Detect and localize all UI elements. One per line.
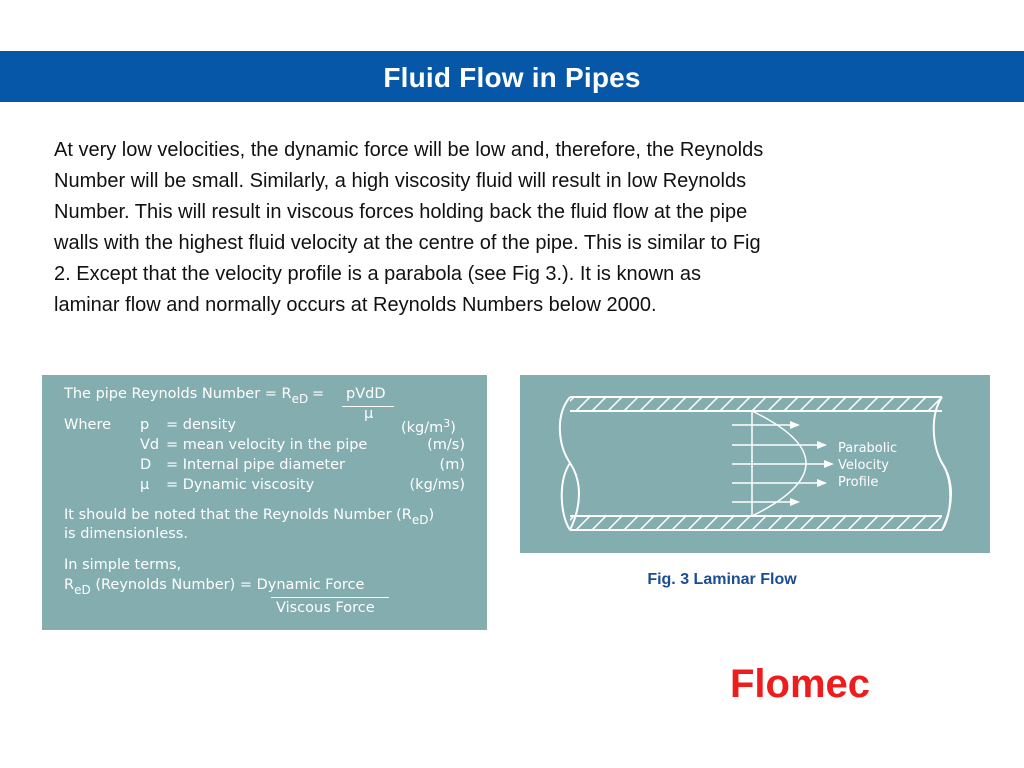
title-bar: Fluid Flow in Pipes [0,51,1024,102]
pipe-wall-hatching-bottom [570,516,942,530]
unit-text: (kg/m [401,420,444,436]
symbol-mu: µ [140,477,150,493]
unit-diameter: (m) [439,457,465,473]
velocity-arrows [732,424,824,503]
slide-title: Fluid Flow in Pipes [383,62,641,93]
body-line: 2. Except that the velocity profile is a… [54,263,701,285]
note-line-2: is dimensionless. [64,526,188,542]
final-denominator: Viscous Force [276,600,375,616]
body-line: Number. This will result in viscous forc… [54,201,748,223]
symbol-vd: Vd [140,437,160,453]
formula-numerator: pVdD [346,386,386,402]
body-line: walls with the highest fluid velocity at… [54,232,761,254]
laminar-flow-figure: Parabolic Velocity Profile [520,375,990,553]
unit-density: (kg/m3) [401,417,456,436]
unit-velocity: (m/s) [427,437,465,453]
brand-logo-text: Flomec [730,662,871,706]
desc-viscosity: = Dynamic viscosity [166,477,315,493]
fraction-line [342,406,394,407]
profile-label-line-3: Profile [838,475,878,490]
final-fraction-line [271,597,389,598]
equals-sign: = [312,386,325,402]
arrow-heads [790,421,834,506]
subscript-ed: eD [74,583,91,597]
subscript-ed: eD [291,392,309,406]
simple-terms-label: In simple terms, [64,557,182,573]
unit-viscosity: (kg/ms) [409,477,465,493]
figure-caption: Fig. 3 Laminar Flow [647,571,797,588]
final-r: R [64,577,75,593]
desc-mean-velocity: = mean velocity in the pipe [166,437,368,453]
desc-pipe-diameter: = Internal pipe diameter [166,457,345,473]
final-numerator: (Reynolds Number) = Dynamic Force [95,577,365,593]
body-line: Number will be small. Similarly, a high … [54,170,747,192]
final-formula: ReD (Reynolds Number) = Dynamic Force [64,577,364,597]
note-line-1: It should be noted that the Reynolds Num… [64,507,434,527]
formula-label: The pipe Reynolds Number = R [64,386,292,402]
symbol-p: p [140,417,150,433]
where-label: Where [64,417,112,433]
profile-label-line-1: Parabolic [838,441,897,456]
superscript-3: 3 [443,417,451,430]
symbol-d: D [140,457,152,473]
body-line: At very low velocities, the dynamic forc… [54,139,764,161]
reynolds-formula-panel: The pipe Reynolds Number = ReD = pVdD µ … [42,375,487,630]
formula-line-1: The pipe Reynolds Number = ReD [64,386,308,406]
desc-density: = density [166,417,236,433]
profile-label-line-2: Velocity [838,458,889,473]
unit-close: ) [450,420,456,436]
subscript-ed: eD [411,513,429,527]
profile-label: Parabolic Velocity Profile [838,441,897,490]
body-paragraph: At very low velocities, the dynamic forc… [54,135,974,321]
formula-denominator: µ [364,406,374,422]
pipe-wall-hatching-top [570,397,942,411]
note-text: It should be noted that the Reynolds Num… [64,507,412,523]
pipe-diagram: Parabolic Velocity Profile [558,396,952,531]
note-close: ) [428,507,435,523]
body-line: laminar flow and normally occurs at Reyn… [54,294,657,316]
